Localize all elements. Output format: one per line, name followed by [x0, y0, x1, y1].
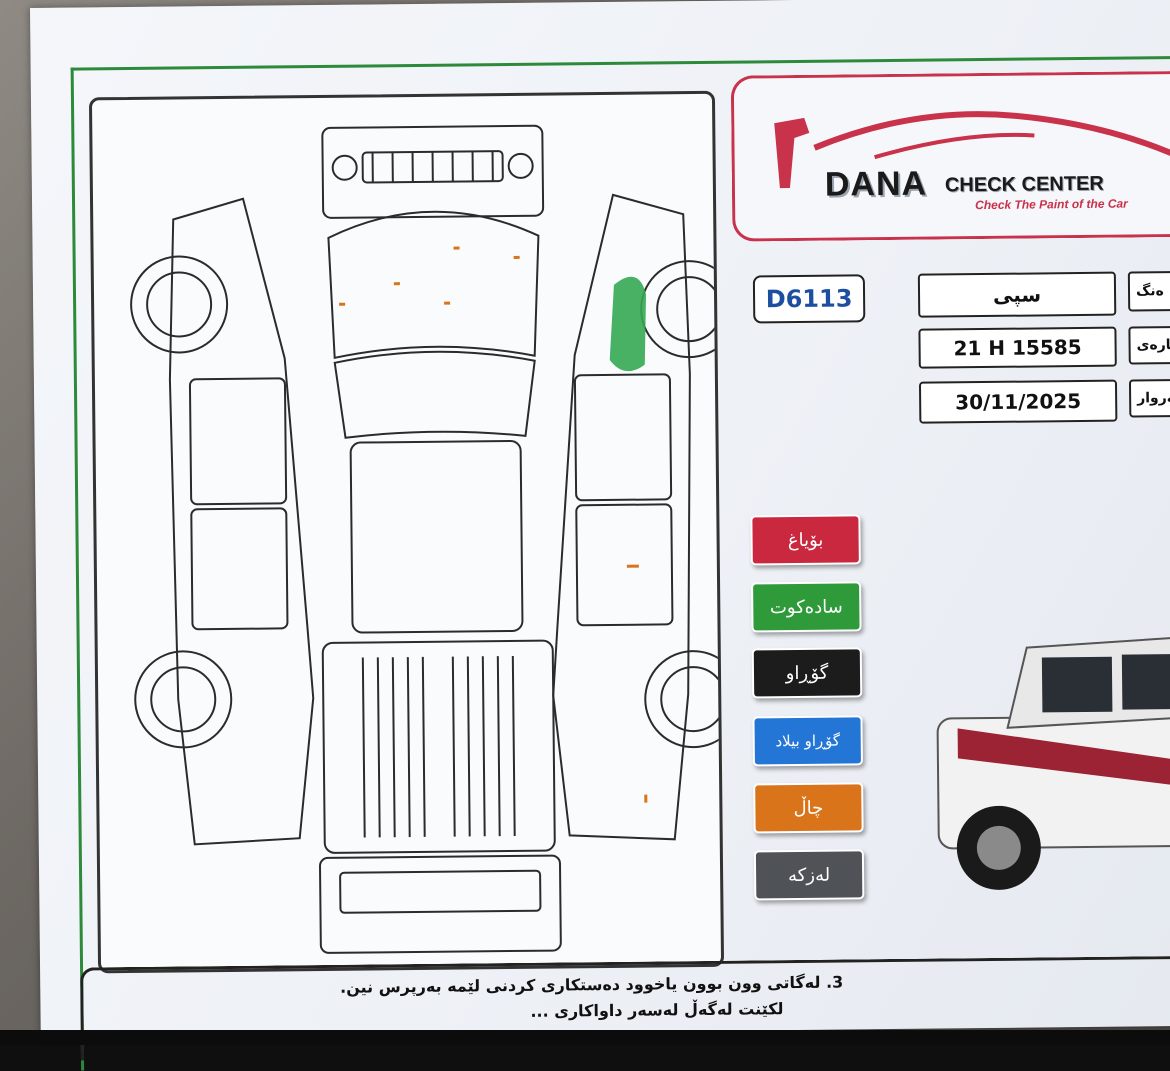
pickup-truck-image	[916, 616, 1170, 939]
report-code-field: D6113	[753, 274, 865, 323]
color-label-stub: ەنگ	[1128, 271, 1170, 312]
car-silhouette-logo	[734, 74, 1170, 239]
legend-putty: سادەکوت	[751, 581, 862, 632]
legend-paint: بۆیاغ	[750, 514, 861, 565]
car-top-view-diagram	[92, 94, 721, 970]
brand-name: DANA	[825, 165, 928, 205]
brand-name-suffix: CHECK CENTER	[945, 173, 1104, 198]
color-value-field: سپی	[918, 272, 1116, 318]
note-line-1: 3. لەگاتی وون بوون یاخوود دەستکاری کردنی…	[340, 973, 843, 997]
plate-number-field: 21 ‌H ‌15585	[918, 327, 1116, 369]
date-label-stub: بەروار	[1129, 379, 1170, 418]
brand-tagline: Check The Paint of the Car	[975, 197, 1128, 213]
date-field: 30/11/2025	[919, 380, 1117, 424]
inspection-sheet: DANA CHECK CENTER Check The Paint of the…	[30, 0, 1170, 1038]
legend-replaced: گۆڕاو	[752, 647, 863, 698]
legend-sticker: لەزکە	[754, 849, 865, 900]
legend-replaced-original: گۆڕاو بیلاد	[752, 715, 863, 766]
car-diagram-panel	[89, 91, 724, 974]
plate-label-stub: ژمارەی	[1128, 326, 1170, 365]
legend-dent: چاڵ	[753, 782, 864, 833]
note-line-2: لکێنت لەگەڵ لەسەر داواکاری ...	[530, 999, 783, 1021]
brand-header: DANA CHECK CENTER Check The Paint of the…	[731, 71, 1170, 242]
bottom-edge	[0, 1030, 1170, 1045]
